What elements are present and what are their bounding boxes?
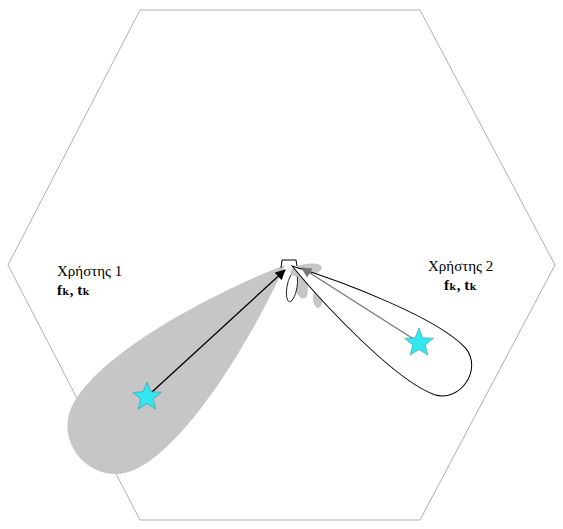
- uplink-arrow-1: [152, 270, 285, 392]
- hexagon-cell: [8, 10, 555, 520]
- uplink-arrow-2: [302, 268, 412, 338]
- user-star: [405, 328, 434, 355]
- frequency-time-label: fₖ, tₖ: [57, 281, 90, 299]
- user-name: Χρήστης 2: [428, 257, 493, 275]
- beam-user-1: [46, 228, 320, 495]
- frequency-time-label: fₖ, tₖ: [444, 276, 477, 294]
- user-star: [133, 382, 162, 409]
- user-name: Χρήστης 1: [57, 262, 122, 280]
